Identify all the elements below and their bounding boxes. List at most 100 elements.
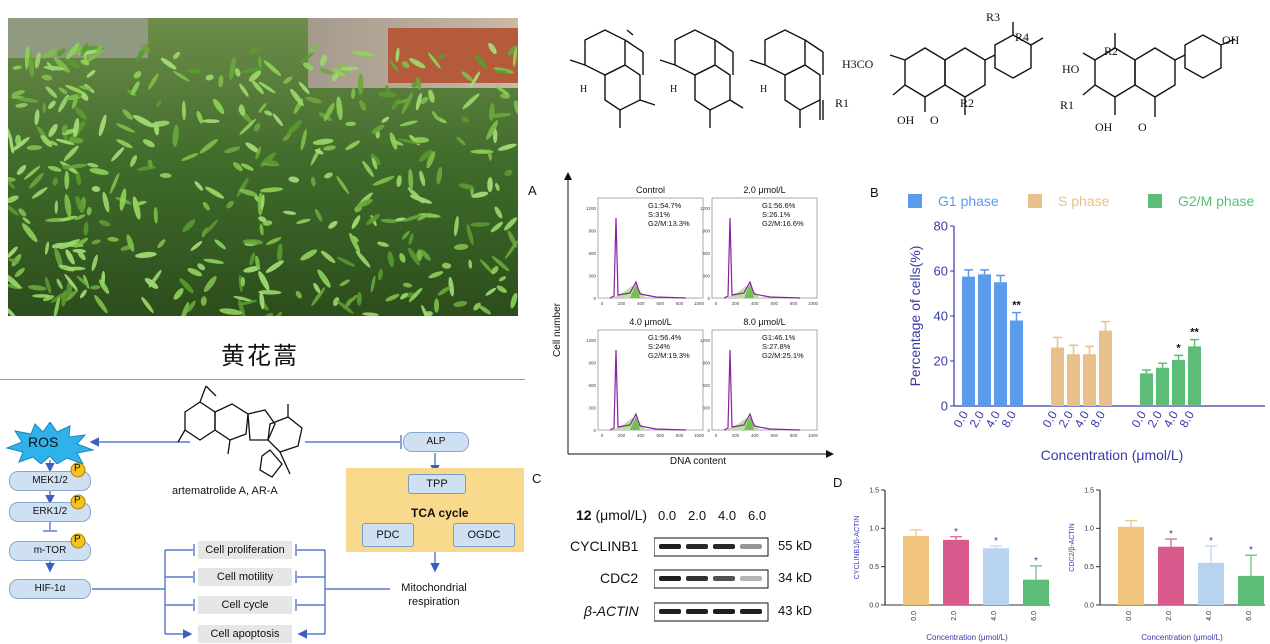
leaf-mark [8, 246, 18, 258]
leaf-mark [142, 139, 155, 148]
leaf-mark [236, 177, 249, 198]
x-tick-label: 2.0 [951, 611, 958, 621]
leaf-mark [371, 124, 385, 134]
histogram-frame [597, 197, 704, 299]
chem-label-r2b: R2 [1104, 44, 1119, 58]
chem-label-h2: H [670, 84, 678, 95]
x-tick-label: 0.0 [911, 611, 918, 621]
leaf-mark [203, 258, 224, 264]
leaf-mark [419, 149, 433, 162]
photo-caption: 黄花蒿 [221, 342, 299, 370]
bar [994, 282, 1007, 406]
leaf-mark [296, 218, 311, 224]
y-tick-label: 0.0 [1084, 602, 1094, 609]
leaf-mark [49, 140, 58, 146]
leaf-mark [71, 95, 79, 109]
leaf-mark [75, 107, 87, 120]
histogram-xtick: 200 [732, 301, 740, 306]
leaf-mark [258, 103, 267, 113]
leaf-mark [242, 239, 264, 245]
blot-band [740, 576, 762, 581]
bar [1140, 373, 1153, 406]
leaf-mark [290, 88, 304, 107]
histogram-frame [597, 329, 704, 431]
leaf-mark [204, 219, 218, 235]
leaf-mark [74, 214, 86, 221]
x-axis-title: Concentration (μmol/L) [1141, 633, 1223, 642]
leaf-mark [233, 162, 243, 172]
histogram-xtick: 1000 [694, 301, 705, 306]
histogram-xtick: 200 [732, 433, 740, 438]
histogram-xtick: 800 [790, 433, 798, 438]
leaf-mark [371, 157, 378, 170]
leaf-mark [94, 295, 108, 314]
leaf-mark [224, 146, 241, 154]
leaf-mark [173, 51, 181, 60]
leaf-mark [288, 176, 300, 183]
leaf-mark [226, 200, 234, 209]
leaf-mark [494, 85, 510, 96]
leaf-mark [336, 300, 354, 314]
leaf-mark [53, 297, 60, 316]
phospho-badge-3 [70, 533, 86, 549]
histogram-ytick: 300 [588, 406, 596, 411]
leaf-mark [45, 86, 58, 98]
leaf-mark [283, 210, 297, 215]
chem-label-o-b: O [1138, 120, 1147, 134]
blot-band [713, 544, 735, 549]
leaf-mark [21, 223, 38, 243]
ros-burst [5, 422, 95, 464]
leaf-mark [141, 296, 154, 314]
leaf-mark [488, 112, 512, 118]
leaf-mark [389, 60, 399, 72]
legend-swatch [1148, 194, 1162, 208]
leaf-mark [408, 233, 414, 246]
leaf-mark [147, 159, 153, 168]
leaf-mark [496, 285, 507, 293]
leaf-mark [302, 62, 314, 71]
leaf-mark [98, 279, 110, 294]
leaf-mark [59, 239, 80, 250]
leaf-mark [201, 227, 208, 238]
leaf-mark [458, 183, 474, 190]
pathway-connectors [43, 435, 487, 639]
histogram-xtick: 600 [770, 433, 778, 438]
histogram-ytick: 600 [588, 251, 596, 256]
bar [943, 539, 969, 605]
leaf-mark [408, 168, 414, 191]
x-tick-label: 0.0 [1126, 611, 1133, 621]
x-tick-label: 6.0 [1031, 611, 1038, 621]
blot-lane-frame [654, 569, 769, 589]
histogram-xtick: 600 [656, 433, 664, 438]
panel-label-c: C [532, 471, 542, 486]
histogram-g2-fill [744, 284, 754, 298]
significance-marker: * [1176, 342, 1181, 354]
leaf-mark [266, 237, 282, 245]
leaf-mark [362, 312, 379, 316]
blot-lane-frame [654, 537, 769, 557]
leaf-mark [437, 54, 446, 59]
leaf-mark [153, 206, 158, 224]
significance-marker: * [1249, 545, 1253, 556]
flavone-structure-1 [889, 22, 1044, 115]
leaf-mark [132, 196, 141, 220]
leaf-mark [431, 110, 440, 121]
leaf-mark [111, 147, 125, 162]
leaf-mark [64, 273, 79, 292]
leaf-mark [255, 146, 262, 160]
flow-ylabel: Cell number [552, 302, 563, 357]
y-axis-title: CDC2/β-ACTIN [1069, 523, 1076, 571]
leaf-mark [240, 163, 254, 171]
leaf-mark [42, 48, 58, 59]
leaf-mark [462, 93, 480, 110]
leaf-mark [504, 217, 518, 231]
chem-label-oh-b: OH [1222, 33, 1240, 47]
leaf-mark [485, 287, 497, 296]
leaf-mark [402, 282, 413, 288]
histogram-stat: G1:56.4% [648, 333, 682, 342]
leaf-mark [40, 134, 53, 148]
leaf-mark [258, 81, 276, 94]
leaf-mark [89, 285, 101, 290]
leaf-mark [42, 102, 46, 114]
leaf-mark [436, 167, 443, 185]
